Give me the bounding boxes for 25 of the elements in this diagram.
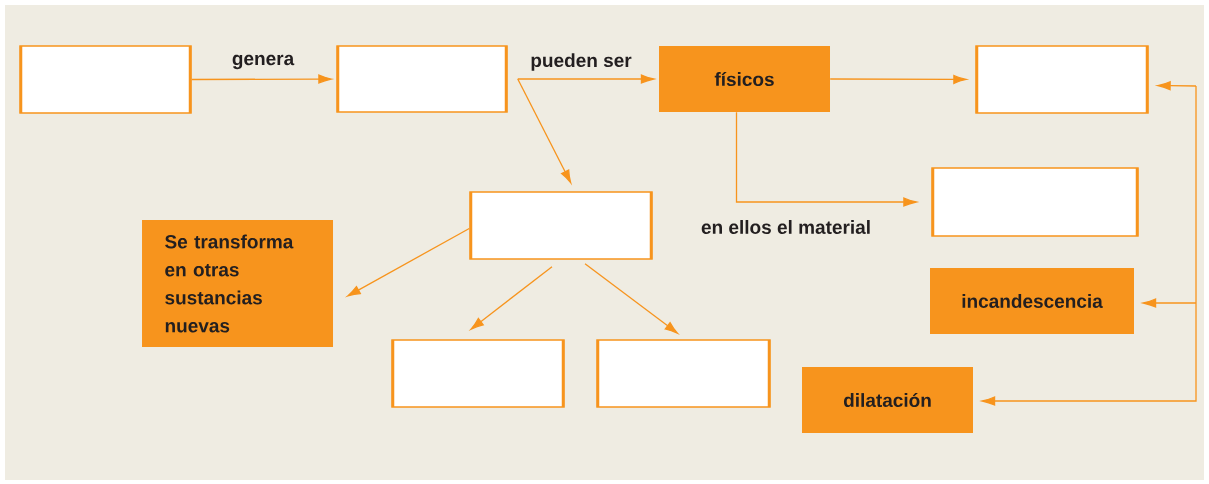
- arrow: [584, 263, 678, 334]
- arrow: [347, 227, 470, 297]
- arrow: [1142, 298, 1197, 308]
- arrow: [470, 266, 553, 330]
- arrow: [981, 85, 1197, 406]
- concept-box: físicos: [659, 46, 830, 112]
- arrow: [735, 111, 917, 207]
- blank-box: [975, 44, 1149, 115]
- edge-label: pueden ser: [531, 53, 632, 71]
- concept-box: Se transforma en otras sustancias nuevas: [142, 220, 333, 347]
- blank-box: [336, 44, 508, 114]
- arrow: [517, 78, 572, 184]
- concept-box: dilatación: [802, 367, 973, 433]
- concept-box: incandescencia: [930, 268, 1134, 334]
- blank-box: [596, 338, 771, 409]
- blank-box: [469, 190, 653, 261]
- blank-box: [931, 166, 1139, 238]
- arrow: [191, 74, 332, 84]
- blank-box: [19, 44, 192, 115]
- arrow: [829, 74, 967, 85]
- edge-label: genera: [232, 54, 295, 70]
- edge-label: en ellos el material: [701, 220, 870, 234]
- arrow: [517, 74, 655, 84]
- arrow: [1157, 81, 1197, 91]
- blank-box: [391, 338, 565, 409]
